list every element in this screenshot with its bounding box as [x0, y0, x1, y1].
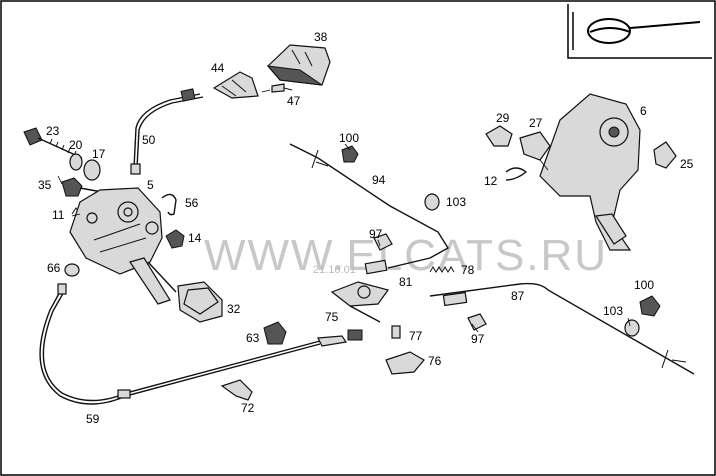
part-97-upper	[373, 233, 393, 251]
part-32	[129, 257, 223, 323]
part-94	[289, 143, 449, 275]
callout-94: 94	[372, 173, 386, 187]
part-25	[653, 141, 677, 169]
part-72	[220, 379, 253, 401]
part-20	[69, 153, 83, 171]
callout-11: 11	[52, 208, 65, 222]
part-47	[271, 83, 293, 93]
callout-17: 17	[92, 147, 106, 161]
callout-50: 50	[142, 133, 156, 147]
callout-25: 25	[680, 157, 694, 171]
part-12	[505, 167, 528, 181]
callout-76: 76	[428, 354, 442, 368]
part-14	[165, 229, 185, 249]
part-87	[429, 282, 695, 375]
callout-32: 32	[227, 302, 241, 316]
callout-72: 72	[241, 401, 255, 415]
part-17	[83, 159, 101, 181]
part-56	[161, 193, 177, 216]
callout-44: 44	[211, 61, 225, 75]
callout-6: 6	[640, 104, 647, 118]
part-77	[391, 325, 401, 339]
part-38	[266, 44, 331, 86]
callout-103-lower: 103	[603, 304, 623, 318]
callout-87: 87	[511, 289, 525, 303]
callout-59: 59	[86, 412, 100, 426]
part-97-lower	[467, 313, 487, 331]
callout-29: 29	[496, 111, 510, 125]
callout-100-lower: 100	[634, 278, 654, 292]
part-44	[212, 71, 259, 99]
callout-78: 78	[461, 263, 475, 277]
callout-81: 81	[399, 275, 413, 289]
part-27	[519, 131, 551, 161]
callout-5: 5	[147, 178, 154, 192]
part-100-lower	[639, 295, 661, 317]
part-59	[39, 283, 321, 405]
part-75	[317, 329, 363, 347]
callout-12: 12	[484, 174, 498, 188]
watermark-date: 21.10.01	[313, 264, 356, 276]
callout-103-upper: 103	[446, 195, 466, 209]
part-100-upper	[341, 145, 359, 163]
part-50	[130, 88, 204, 175]
watermark-text: WWW.ELCATS.RU	[204, 231, 608, 280]
callout-56: 56	[185, 196, 199, 210]
callout-77: 77	[409, 329, 423, 343]
part-63	[263, 321, 287, 345]
part-76	[385, 351, 425, 375]
part-6	[539, 93, 641, 251]
callout-97-upper: 97	[369, 227, 383, 241]
callout-27: 27	[529, 116, 543, 130]
part-66	[64, 263, 80, 277]
part-103-upper	[424, 193, 440, 211]
callout-97-lower: 97	[471, 332, 485, 346]
callout-47: 47	[287, 94, 301, 108]
part-29	[485, 125, 513, 147]
callout-66: 66	[47, 261, 61, 275]
leader-lines	[57, 89, 631, 333]
callout-63: 63	[246, 331, 260, 345]
vehicle-pictogram-icon	[567, 4, 712, 59]
callout-14: 14	[188, 231, 202, 245]
callout-20: 20	[69, 138, 83, 152]
callout-100-upper: 100	[339, 131, 359, 145]
part-103-lower	[624, 319, 640, 337]
part-81	[330, 281, 389, 323]
callout-35: 35	[38, 178, 52, 192]
callout-75: 75	[325, 310, 339, 324]
callout-labels: 38 44 47 50 23 20 17 35 5 56 11 14 66 32…	[38, 30, 694, 426]
part-5	[69, 187, 163, 275]
callout-23: 23	[46, 124, 60, 138]
part-78	[429, 266, 455, 273]
callout-38: 38	[314, 30, 328, 44]
